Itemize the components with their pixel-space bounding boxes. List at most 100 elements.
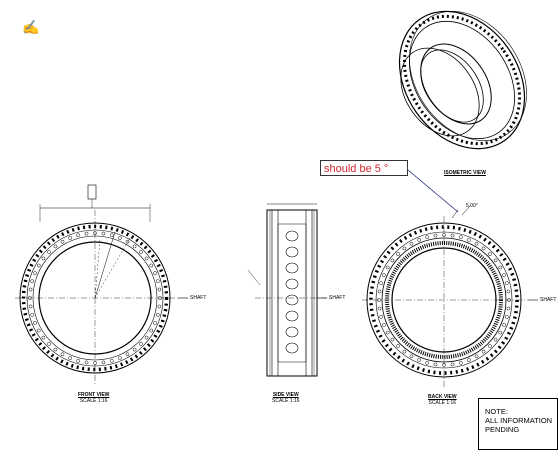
bolt-hole bbox=[493, 337, 498, 342]
bolt-hole bbox=[109, 233, 114, 238]
bolt-hole bbox=[506, 289, 511, 294]
bolt-hole bbox=[450, 362, 455, 367]
callout-comment[interactable]: should be 5 ° bbox=[320, 160, 408, 176]
front-bolt-circle bbox=[28, 231, 162, 365]
bolt-hole bbox=[144, 256, 149, 261]
bolt-hole bbox=[385, 265, 390, 270]
bolt-hole bbox=[68, 356, 72, 360]
back-view-scale: SCALE 1:16 bbox=[428, 400, 457, 406]
bolt-hole bbox=[93, 361, 97, 365]
bolt-hole bbox=[118, 236, 122, 240]
bolt-hole bbox=[158, 296, 162, 300]
bolt-hole bbox=[155, 279, 160, 284]
bolt-hole bbox=[155, 312, 160, 317]
back-view-title: BACK VIEW bbox=[428, 394, 457, 400]
bolt-hole bbox=[379, 314, 384, 319]
side-view-scale: SCALE 1:16 bbox=[272, 398, 300, 404]
bolt-hole bbox=[149, 263, 154, 268]
bolt-hole bbox=[504, 281, 509, 286]
bolt-hole bbox=[101, 360, 106, 365]
bolt-hole bbox=[379, 281, 384, 286]
bolt-hole bbox=[506, 306, 511, 311]
bolt-hole bbox=[409, 241, 414, 246]
isometric-view bbox=[398, 10, 527, 150]
bolt-hole bbox=[36, 328, 41, 333]
bolt-hole bbox=[60, 352, 65, 357]
bolt-hole bbox=[125, 239, 130, 244]
bolt-hole bbox=[68, 236, 72, 240]
bolt-hole bbox=[33, 271, 37, 275]
bolt-hole bbox=[417, 238, 421, 242]
bolt-hole bbox=[450, 233, 455, 238]
bolt-hole bbox=[493, 258, 498, 263]
bolt-hole bbox=[41, 335, 46, 340]
bolt-hole bbox=[390, 337, 395, 342]
side-shaft-label: SHAFT bbox=[329, 295, 346, 301]
bolt-hole bbox=[396, 344, 400, 348]
bolt-hole bbox=[28, 304, 33, 309]
back-view bbox=[362, 205, 538, 388]
bolt-hole bbox=[30, 312, 35, 317]
back-bolt-circle bbox=[377, 233, 511, 367]
bolt-hole bbox=[467, 238, 471, 242]
bolt-hole bbox=[417, 358, 421, 362]
bolt-hole bbox=[53, 347, 58, 352]
note-heading: NOTE: bbox=[485, 407, 508, 416]
bolt-hole bbox=[425, 360, 430, 365]
bolt-hole bbox=[101, 231, 106, 236]
bolt-hole bbox=[458, 360, 463, 365]
bolt-hole bbox=[458, 235, 463, 240]
bolt-hole bbox=[507, 298, 511, 302]
angle-dimension-label: 5.00° bbox=[466, 203, 478, 209]
front-shaft-label: SHAFT bbox=[190, 295, 207, 301]
bolt-hole bbox=[139, 250, 143, 254]
bolt-hole bbox=[153, 321, 157, 325]
bolt-hole bbox=[502, 323, 506, 327]
bolt-hole bbox=[47, 342, 51, 346]
bolt-hole bbox=[53, 244, 58, 249]
bolt-hole bbox=[93, 231, 97, 235]
bolt-hole bbox=[474, 354, 479, 359]
bolt-hole bbox=[76, 233, 81, 238]
bolt-hole bbox=[84, 360, 89, 365]
bolt-hole bbox=[488, 344, 492, 348]
bolt-hole bbox=[467, 358, 471, 362]
bolt-hole bbox=[390, 258, 395, 263]
front-view-scale: SCALE 1:16 bbox=[79, 398, 108, 404]
hand-cursor-icon: ✍ bbox=[22, 19, 40, 35]
bolt-hole bbox=[30, 279, 35, 284]
bolt-hole bbox=[33, 321, 37, 325]
bolt-hole bbox=[377, 306, 382, 311]
bolt-hole bbox=[36, 263, 41, 268]
callout-leader-line bbox=[407, 169, 459, 213]
bolt-hole bbox=[409, 354, 414, 359]
front-view-label: FRONT VIEW SCALE 1:16 bbox=[78, 392, 109, 404]
bolt-hole bbox=[425, 235, 430, 240]
note-box: NOTE: ALL INFORMATION PENDING bbox=[478, 398, 558, 450]
bolt-hole bbox=[474, 241, 479, 246]
bolt-hole bbox=[157, 287, 162, 292]
bolt-hole bbox=[498, 330, 503, 335]
bolt-hole bbox=[504, 314, 509, 319]
bolt-hole bbox=[118, 356, 122, 360]
side-view-label: SIDE VIEW SCALE 1:16 bbox=[272, 392, 300, 404]
bolt-hole bbox=[488, 252, 492, 256]
bolt-hole bbox=[144, 335, 149, 340]
back-shaft-label: SHAFT bbox=[540, 297, 557, 303]
bolt-hole bbox=[76, 358, 81, 363]
bolt-hole bbox=[132, 244, 137, 249]
bolt-hole bbox=[382, 323, 386, 327]
bolt-hole bbox=[382, 273, 386, 277]
front-view-title: FRONT VIEW bbox=[78, 392, 110, 398]
bolt-hole bbox=[109, 358, 114, 363]
bolt-hole bbox=[132, 347, 137, 352]
bolt-hole bbox=[377, 298, 381, 302]
bolt-hole bbox=[153, 271, 157, 275]
bolt-hole bbox=[60, 239, 65, 244]
bolt-hole bbox=[402, 349, 407, 354]
bolt-hole bbox=[149, 328, 154, 333]
bolt-hole bbox=[139, 342, 143, 346]
isometric-view-title: ISOMETRIC VIEW bbox=[444, 170, 486, 176]
back-view-label: BACK VIEW SCALE 1:16 bbox=[428, 394, 457, 406]
